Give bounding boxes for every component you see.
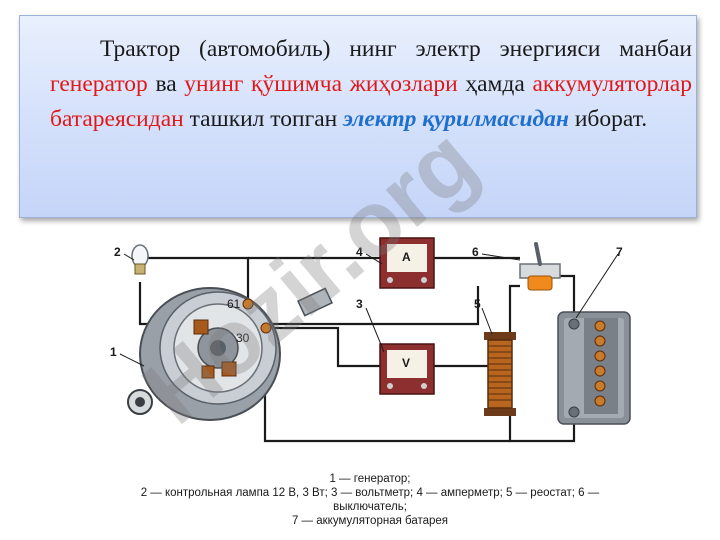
- wire-switch-to-battery: [560, 274, 576, 314]
- highlight-generator: генератор: [50, 71, 148, 97]
- wire-switch-to-rheostat: [508, 284, 520, 336]
- leader-lines: [119, 253, 619, 367]
- para-text-2: ва: [147, 71, 185, 97]
- caption-line-1: 1 — генератор;: [329, 473, 411, 485]
- caption-line-3: выключатель;: [333, 501, 407, 513]
- text-panel: Трактор (автомобиль) нинг электр энергия…: [19, 15, 697, 218]
- label-3: 3: [356, 297, 363, 311]
- label-4: 4: [356, 245, 363, 259]
- terminal-61-label: 61: [227, 297, 241, 311]
- rheostat-coil: [488, 345, 512, 401]
- wire-lamp-loop: [138, 282, 480, 326]
- highlight-battery: аккумуляторлар батареясидан: [50, 71, 692, 132]
- wire-voltmeter-to-rheostat: [433, 336, 492, 368]
- para-text-1: Трактор (автомобиль) нинг электр энергия…: [100, 36, 692, 62]
- voltmeter-symbol: V: [402, 356, 410, 370]
- voltmeter: V: [379, 343, 435, 395]
- label-5: 5: [474, 297, 481, 311]
- diagram-caption: 1 — генератор; 2 — контрольная лампа 12 …: [110, 472, 630, 528]
- terminal-30-label: 30: [236, 331, 250, 345]
- ammeter-symbol: A: [402, 250, 411, 264]
- rheostat: [484, 332, 516, 416]
- para-text-4: ташкил топган: [183, 106, 344, 132]
- label-7: 7: [616, 245, 623, 259]
- highlight-system: электр қурилмасидан: [343, 106, 569, 132]
- generator: 61 30: [127, 287, 333, 421]
- label-6: 6: [472, 245, 479, 259]
- switch: [519, 242, 561, 291]
- control-lamp: [131, 244, 149, 275]
- caption-line-2: 2 — контрольная лампа 12 В, 3 Вт; 3 — во…: [140, 487, 600, 499]
- caption-line-4: 7 — аккумуляторная батарея: [291, 515, 449, 527]
- ammeter: A: [379, 237, 435, 289]
- para-text-5: иборат.: [568, 106, 648, 132]
- battery: [557, 311, 631, 425]
- para-text-3: ҳамда: [457, 71, 533, 97]
- highlight-equipment: унинг қўшимча жиҳозлари: [184, 71, 458, 97]
- intro-paragraph: Трактор (автомобиль) нинг электр энергия…: [50, 32, 692, 137]
- wire-to-voltmeter: [266, 326, 382, 368]
- wire-rheostat-to-battery: [508, 412, 576, 443]
- wiring-diagram: 61 30 A V: [110, 237, 631, 443]
- label-1: 1: [110, 345, 117, 359]
- label-2: 2: [114, 245, 121, 259]
